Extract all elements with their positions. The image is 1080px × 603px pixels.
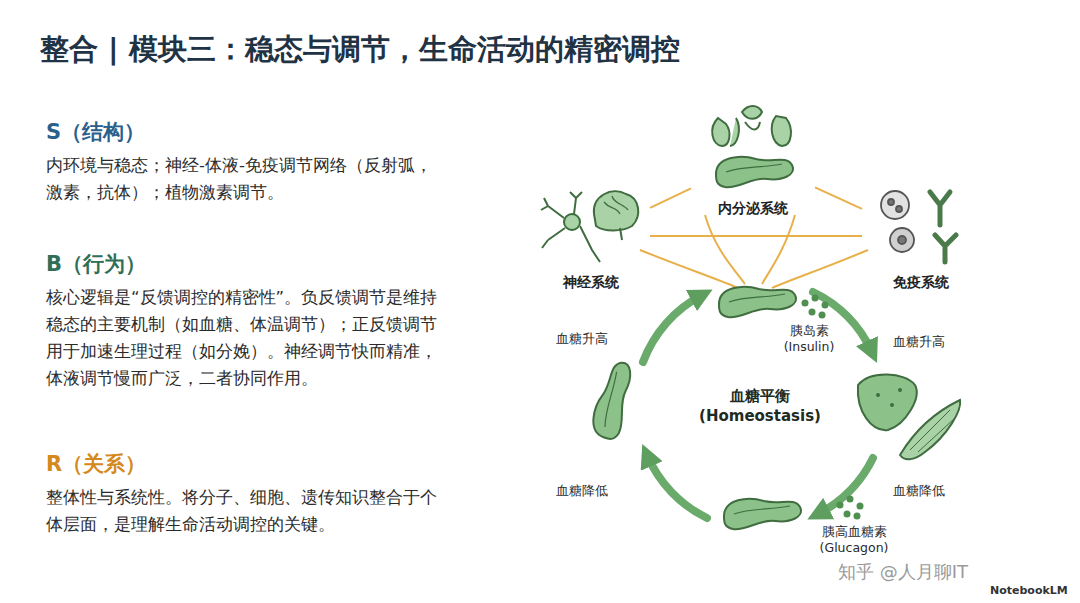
endocrine-icon	[712, 106, 791, 146]
pancreas-icon	[716, 157, 793, 187]
network-connector	[650, 188, 691, 207]
insulin-dots	[802, 295, 829, 319]
node-label: 免疫系统	[866, 274, 976, 292]
cycle-label: 血糖降低	[556, 482, 608, 500]
cycle-label: 血糖降低	[893, 482, 945, 500]
section-body: 内环境与稳态；神经-体液-免疫调节网络（反射弧，激素，抗体）；植物激素调节。	[46, 152, 446, 206]
immune-cell-icon	[881, 191, 914, 252]
watermark: 知乎 @人月聊IT	[838, 560, 968, 584]
slide-title: 整合 | 模块三：稳态与调节，生命活动的精密调控	[40, 30, 680, 70]
pancreas-icon	[724, 499, 801, 529]
neuron-icon	[541, 192, 600, 262]
system-node: 免疫系统	[866, 180, 976, 292]
muscle-icon	[900, 400, 960, 459]
section-heading: R（关系）	[46, 450, 146, 478]
cycle-arrow	[643, 292, 873, 518]
section-heading: S（结构）	[46, 118, 145, 146]
hormone-label: 胰岛素 (Insulin)	[778, 323, 840, 355]
brain-icon	[594, 191, 638, 240]
liver-icon	[858, 374, 917, 430]
glucagon-dots	[837, 496, 864, 520]
hormone-label: 胰高血糖素 (Glucagon)	[812, 524, 896, 556]
watermark: NotebookLM	[990, 584, 1068, 597]
section-body: 整体性与系统性。将分子、细胞、遗传知识整合于个体层面，是理解生命活动调控的关键。	[46, 484, 446, 538]
node-label: 神经系统	[536, 274, 646, 292]
system-node: 神经系统	[536, 180, 646, 292]
pancreas-icon	[719, 287, 796, 317]
network-connector	[650, 235, 862, 237]
cycle-label: 血糖升高	[893, 333, 945, 351]
node-label: 内分泌系统	[695, 200, 811, 218]
section-body: 核心逻辑是“反馈调控的精密性”。负反馈调节是维持稳态的主要机制（如血糖、体温调节…	[46, 284, 446, 392]
center-label: 血糖平衡 (Homeostasis)	[695, 386, 825, 426]
network-line	[640, 215, 868, 288]
section-heading: B（行为）	[46, 250, 146, 278]
network-connector	[815, 187, 862, 209]
cycle-label: 血糖升高	[556, 330, 608, 348]
system-node: 内分泌系统	[695, 100, 811, 218]
pancreas-icon	[587, 359, 642, 442]
antibody-icon	[930, 192, 956, 262]
